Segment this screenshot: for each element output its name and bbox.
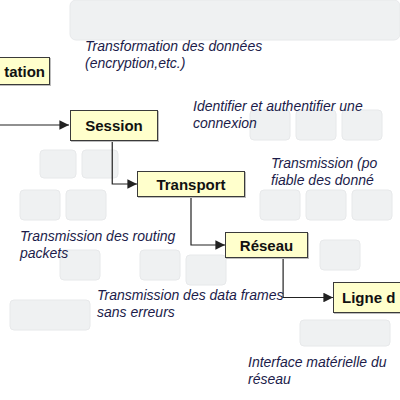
layer-box: Ligne d — [333, 282, 400, 313]
incoming-connector — [0, 124, 69, 125]
layer-box: Réseau — [225, 232, 308, 258]
layer-name: Transport — [156, 176, 225, 193]
layer-name: Session — [85, 117, 143, 134]
layer-name: Réseau — [240, 237, 293, 254]
layer-name: tation — [4, 63, 45, 80]
elbow-connector — [191, 197, 225, 245]
layer-box: Session — [70, 110, 158, 141]
layer-description: Transformation des données (encryption,e… — [85, 38, 300, 72]
layer-box: tation — [0, 57, 50, 85]
layer-description: Transmission des routing packets — [20, 228, 180, 262]
layer-description: Identifier et authentifier une connexion — [193, 98, 383, 132]
elbow-connector — [283, 258, 333, 298]
layer-box: Transport — [137, 171, 245, 197]
layer-name: Ligne d — [342, 289, 395, 306]
layer-description: Transmission (po fiable des donné — [271, 155, 400, 189]
elbow-connector — [112, 141, 137, 184]
layer-description: Transmission des data frames sans erreur… — [97, 287, 312, 321]
layer-description: Interface matérielle du réseau — [248, 354, 400, 388]
